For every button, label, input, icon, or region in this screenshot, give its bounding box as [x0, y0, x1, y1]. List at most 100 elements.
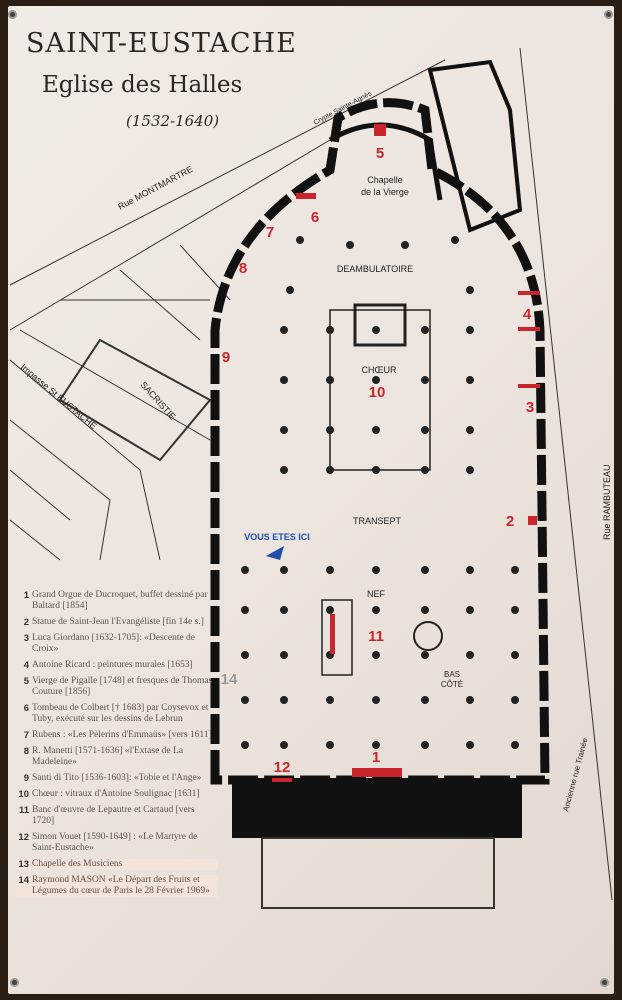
column [466, 651, 474, 659]
column [372, 466, 380, 474]
marker-bars [272, 124, 540, 782]
column [372, 606, 380, 614]
column [280, 741, 288, 749]
column [326, 696, 334, 704]
column [421, 696, 429, 704]
marker-11: 11 [368, 628, 384, 645]
column [372, 696, 380, 704]
legend-number: 4 [23, 660, 29, 671]
screw-icon [604, 10, 613, 19]
legend-number: 12 [18, 832, 29, 843]
column [326, 606, 334, 614]
legend-number: 1 [23, 590, 29, 601]
column [280, 696, 288, 704]
legend-text: Statue de Saint-Jean l'Evangéliste [fin … [32, 617, 204, 627]
legend-text: R. Manetti [1571-1636] «l'Extase de La M… [32, 746, 184, 767]
columns [241, 236, 519, 749]
marker-9: 9 [222, 349, 230, 366]
column [326, 466, 334, 474]
column [511, 696, 519, 704]
column [372, 426, 380, 434]
facade-towers [232, 778, 522, 838]
column [280, 651, 288, 659]
column [280, 606, 288, 614]
transept-label: TRANSEPT [353, 516, 402, 526]
column [326, 741, 334, 749]
column [280, 566, 288, 574]
deambulatoire-label: DEAMBULATOIRE [337, 264, 413, 274]
column [241, 606, 249, 614]
column [346, 241, 354, 249]
marker-6: 6 [311, 209, 319, 226]
column [466, 606, 474, 614]
screw-icon [8, 10, 17, 19]
you-are-here-arrow-icon [266, 546, 284, 560]
column [421, 326, 429, 334]
column [466, 741, 474, 749]
legend-text: Raymond MASON «Le Départ des Fruits et L… [32, 875, 210, 896]
column [421, 426, 429, 434]
screw-icon [600, 978, 609, 987]
marker-2: 2 [506, 513, 514, 530]
column [511, 741, 519, 749]
column [421, 566, 429, 574]
column [466, 466, 474, 474]
legend-number: 5 [23, 676, 29, 687]
street-montmartre: Rue MONTMARTRE [116, 164, 194, 212]
map-board: Rue MONTMARTRE Crypte Sainte-Agnès Impas… [8, 6, 614, 994]
column [280, 466, 288, 474]
column [326, 426, 334, 434]
column [466, 426, 474, 434]
column [421, 651, 429, 659]
marker-14: 14 [221, 671, 238, 688]
column [511, 651, 519, 659]
column [326, 566, 334, 574]
marker-10: 10 [369, 384, 386, 401]
column [241, 696, 249, 704]
legend-number: 14 [18, 875, 29, 886]
marker-7: 7 [266, 224, 274, 241]
street-impasse: Impasse St EUSTACHE [19, 362, 99, 431]
legend-text: Chapelle des Musiciens [32, 859, 123, 869]
legend-number: 10 [18, 789, 29, 800]
column [451, 236, 459, 244]
legend-number: 8 [23, 746, 29, 757]
legend-text: Banc d'œuvre de Lepautre et Cartaud [ver… [32, 805, 195, 826]
you-are-here-label: VOUS ETES ICI [244, 532, 310, 542]
legend-text: Luca Giordano [1632-1705]: «Descente de … [32, 633, 196, 654]
column [280, 376, 288, 384]
legend-text: Grand Orgue de Ducroquet, buffet dessiné… [32, 590, 208, 611]
legend-text: Tombeau de Colbert [† 1683] par Coysevox… [32, 703, 209, 724]
street-lines [9, 47, 613, 901]
column [372, 741, 380, 749]
column [466, 326, 474, 334]
legend-number: 6 [23, 703, 29, 714]
column [401, 241, 409, 249]
column [466, 696, 474, 704]
floor-plan: Rue MONTMARTRE Crypte Sainte-Agnès Impas… [9, 47, 613, 909]
legend-number: 2 [23, 617, 29, 628]
column [241, 741, 249, 749]
column [421, 741, 429, 749]
marker-12: 12 [274, 759, 291, 776]
dates: (1532-1640) [126, 112, 220, 130]
marker-8: 8 [239, 260, 247, 277]
page-title: SAINT-EUSTACHE [26, 28, 297, 59]
legend-text: Simon Vouet [1590-1649] : «Le Martyre de… [32, 832, 198, 853]
marker-3: 3 [526, 399, 534, 416]
street-rambuteau: Rue RAMBUTEAU [602, 464, 612, 540]
legend-number: 11 [18, 805, 29, 816]
column [466, 566, 474, 574]
legend-number: 3 [23, 633, 29, 644]
